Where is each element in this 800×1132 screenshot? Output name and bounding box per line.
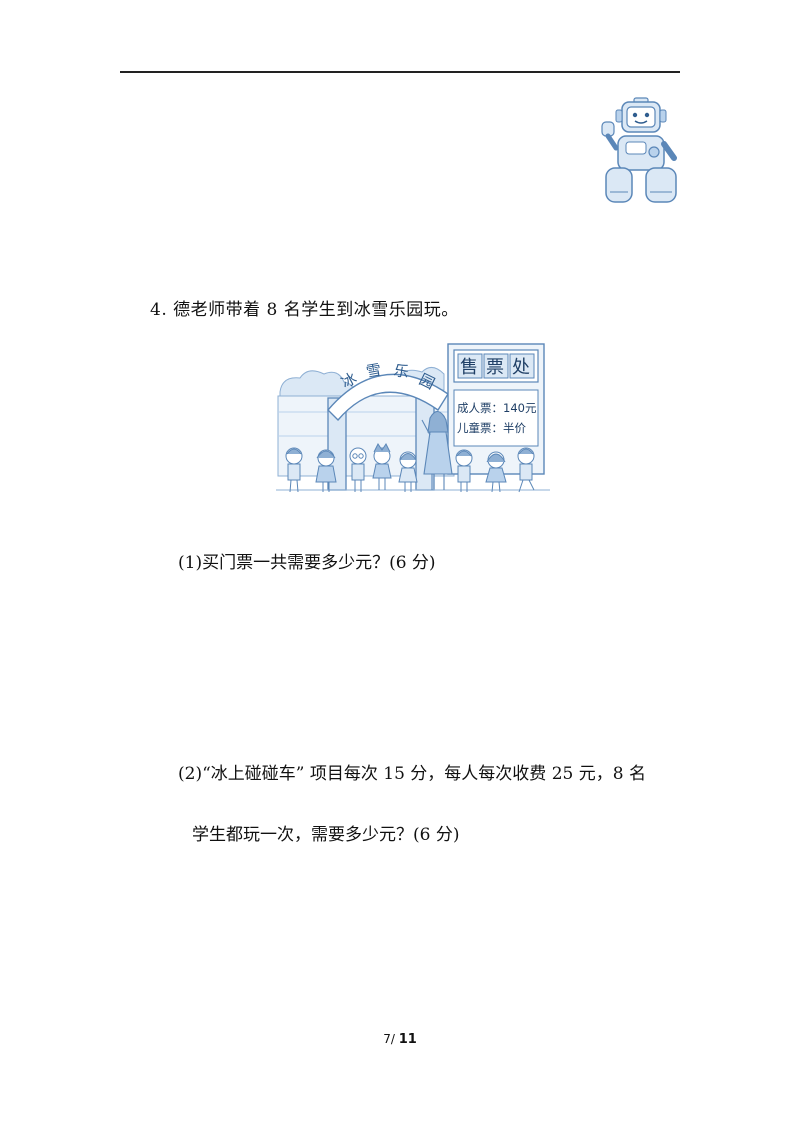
subquestion-1: (1)买门票一共需要多少元？(6 分) (178, 553, 436, 573)
robot-mascot-icon (601, 97, 677, 203)
price-adult: 成人票：140元 (457, 401, 537, 415)
gate-char-1: 冰 (338, 369, 360, 392)
booth-sign-char-1: 售 (460, 357, 478, 378)
children-group (285, 443, 535, 493)
gate-char-4: 园 (416, 370, 437, 393)
gate-char-3: 乐 (392, 361, 410, 381)
booth-sign-char-3: 处 (512, 357, 530, 378)
question-text: 德老师带着 8 名学生到冰雪乐园玩。 (173, 300, 459, 320)
question-title: 4. 德老师带着 8 名学生到冰雪乐园玩。 (150, 295, 459, 320)
ice-park-illustration: 冰 雪 乐 园 售 票 处 成人票：140元 儿童票：半价 (276, 343, 550, 493)
subquestion-2-line-2: 学生都玩一次，需要多少元？(6 分) (192, 825, 460, 845)
subquestion-2-line-1: (2)“冰上碰碰车” 项目每次 15 分，每人每次收费 25 元，8 名 (178, 764, 646, 784)
price-child: 儿童票：半价 (457, 421, 526, 435)
page-total: 11 (398, 1032, 417, 1047)
header-rule (120, 71, 680, 73)
gate-char-2: 雪 (365, 361, 383, 381)
page-number: 7/ (383, 1032, 395, 1046)
page-footer: 7/ 11 (0, 1032, 800, 1047)
teacher-figure (421, 410, 453, 490)
booth-sign-char-2: 票 (486, 357, 504, 378)
question-number: 4. (150, 300, 168, 320)
